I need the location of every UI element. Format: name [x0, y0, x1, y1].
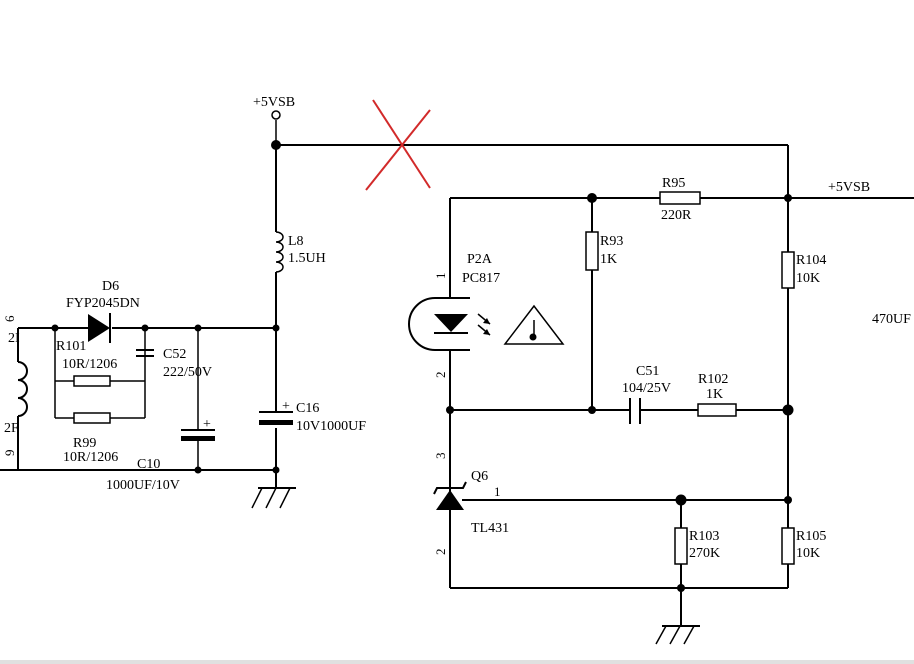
r99-value-label: 10R/1206 [63, 450, 118, 465]
vsb-right-label: +5VSB [828, 180, 870, 195]
p2a-ref-label: P2A [467, 252, 493, 267]
ground-symbol-left [251, 487, 296, 509]
l8-value-label: 1.5UH [288, 251, 326, 266]
junction-dot [141, 324, 149, 332]
c51-capacitor-symbol [629, 398, 641, 424]
r104-resistor-symbol [781, 251, 795, 289]
r95-resistor-symbol [659, 191, 701, 205]
c16-value-label: 10V1000UF [296, 419, 366, 434]
junction-dot [784, 194, 792, 202]
c16-capacitor-symbol: + [259, 399, 293, 425]
r101-value-label: 10R/1206 [62, 357, 117, 372]
warning-triangle-icon [503, 304, 565, 345]
junction-dot [587, 193, 597, 203]
transformer-winding [17, 328, 28, 470]
r103-ref-label: R103 [689, 529, 719, 544]
r105-resistor-symbol [781, 527, 795, 565]
transformer-label-bottom: 2F [4, 421, 19, 436]
top-rail [276, 144, 789, 198]
d6-diode-symbol [88, 313, 111, 343]
junction-dot [194, 466, 202, 474]
p2a-pin2-label: 2 [433, 372, 448, 379]
junction-dot [675, 494, 687, 506]
transformer-pin-9: 9 [2, 450, 17, 457]
r95-ref-label: R95 [662, 176, 685, 191]
c51-value-label: 104/25V [622, 381, 671, 396]
window-bottom-border [0, 660, 914, 664]
d6-ref-label: D6 [102, 279, 119, 294]
r93-ref-label: R93 [600, 234, 623, 249]
cross-mark [365, 99, 431, 191]
q6-ref-label: Q6 [471, 469, 488, 484]
r105-ref-label: R105 [796, 529, 826, 544]
r93-value-label: 1K [600, 252, 617, 267]
r103-value-label: 270K [689, 546, 720, 561]
r104-value-label: 10K [796, 271, 820, 286]
p2a-value-label: PC817 [462, 271, 500, 286]
r102-ref-label: R102 [698, 372, 728, 387]
ground-symbol-right [655, 625, 700, 645]
p2a-pin1-label: 1 [433, 273, 448, 280]
q6-pin3-label: 3 [433, 453, 448, 460]
c10-ref-label: C10 [137, 457, 160, 472]
p2a-optocoupler-symbol [408, 297, 491, 351]
c52-value-label: 222/50V [163, 365, 212, 380]
r103-resistor-symbol [674, 527, 688, 565]
c10-value-label: 1000UF/10V [106, 478, 180, 493]
q6-tl431-symbol [433, 481, 467, 510]
junction-dot [784, 496, 792, 504]
r102-value-label: 1K [706, 387, 723, 402]
l8-ref-label: L8 [288, 234, 304, 249]
svg-text:+: + [282, 399, 290, 414]
vsb-terminal [271, 110, 281, 145]
d6-value-label: FYP2045DN [66, 296, 140, 311]
junction-dot [272, 324, 280, 332]
junction-dot [194, 324, 202, 332]
junction-dot [51, 324, 59, 332]
snubber-network [54, 328, 154, 424]
q6-pin2-label: 2 [433, 549, 448, 556]
secondary-rail-wires [0, 145, 277, 488]
transformer-label-top: 2I [8, 331, 20, 346]
r102-resistor-symbol [697, 403, 737, 417]
junction-dot [677, 584, 685, 592]
c51-ref-label: C51 [636, 364, 659, 379]
r95-value-label: 220R [661, 208, 692, 223]
transformer-pin-6: 6 [2, 315, 17, 322]
svg-text:+: + [203, 417, 211, 432]
r93-resistor-symbol [585, 231, 599, 271]
junction-dot [588, 406, 596, 414]
c52-ref-label: C52 [163, 347, 186, 362]
vsb-top-label: +5VSB [253, 95, 295, 110]
r99-ref-label: R99 [73, 436, 96, 451]
junction-dot [272, 466, 280, 474]
q6-value-label: TL431 [471, 521, 509, 536]
feedback-wires [449, 197, 914, 626]
c10-capacitor-symbol: + [181, 328, 215, 470]
q6-pin1-label: 1 [494, 484, 501, 499]
right-edge-label: 470UF [872, 312, 911, 327]
r104-ref-label: R104 [796, 253, 826, 268]
junction-dot [782, 404, 794, 416]
l8-inductor-symbol [275, 231, 284, 273]
c16-ref-label: C16 [296, 401, 319, 416]
r101-ref-label: R101 [56, 339, 86, 354]
r105-value-label: 10K [796, 546, 820, 561]
junction-dot [446, 406, 454, 414]
